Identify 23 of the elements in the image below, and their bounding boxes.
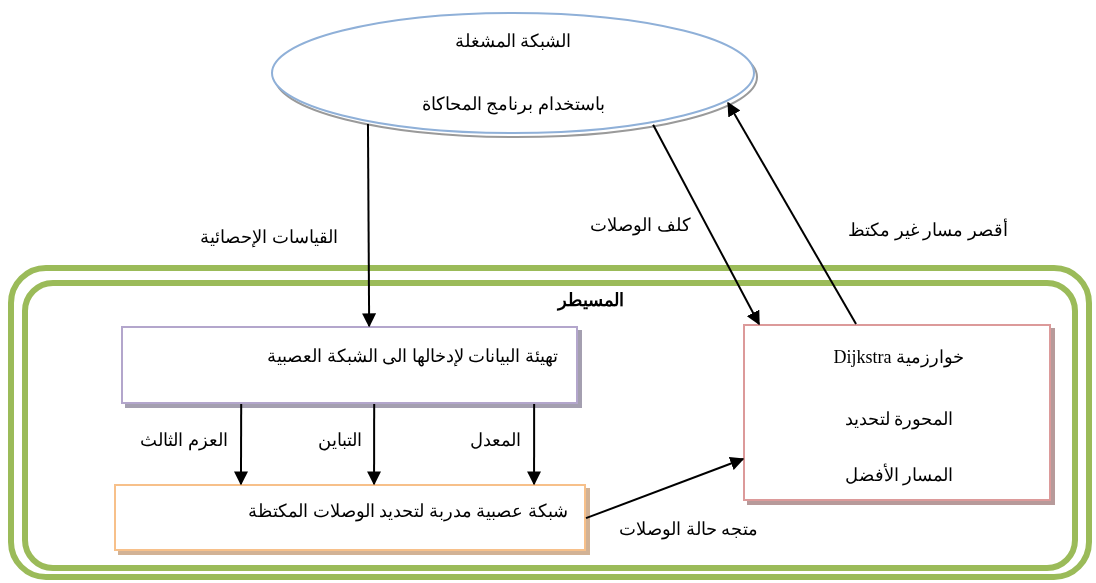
box-text: تهيئة البيانات لإدخالها الى الشبكة العصبية — [267, 345, 558, 367]
arrow — [527, 403, 542, 486]
controller-frame — [8, 265, 1092, 580]
arrow — [652, 123, 760, 326]
box-text: خوارزمية Dijkstra — [833, 346, 964, 368]
edge-label: التباين — [316, 429, 364, 451]
arrow — [727, 101, 858, 325]
arrow — [362, 122, 377, 328]
ellipse-text: باستخدام برنامج المحاكاة — [421, 93, 605, 115]
edge-label: أقصر مسار غير مكتظ — [846, 219, 1010, 241]
ellipse-text: الشبكة المشغلة — [454, 30, 571, 52]
edge-label: كلف الوصلات — [588, 214, 693, 236]
edge-label: العزم الثالث — [138, 429, 230, 451]
edge-label: القياسات الإحصائية — [198, 226, 340, 248]
arrow — [234, 403, 248, 486]
box-text: المحورة لتحديد — [844, 408, 953, 430]
box-text: شبكة عصبية مدربة لتحديد الوصلات المكتظة — [248, 500, 568, 522]
arrow — [585, 456, 745, 520]
frame-title: المسيطر — [558, 289, 624, 311]
edge-label: متجه حالة الوصلات — [617, 518, 760, 540]
box-text: المسار الأفضل — [844, 464, 953, 486]
edge-label: المعدل — [468, 429, 523, 451]
arrow — [367, 403, 382, 486]
